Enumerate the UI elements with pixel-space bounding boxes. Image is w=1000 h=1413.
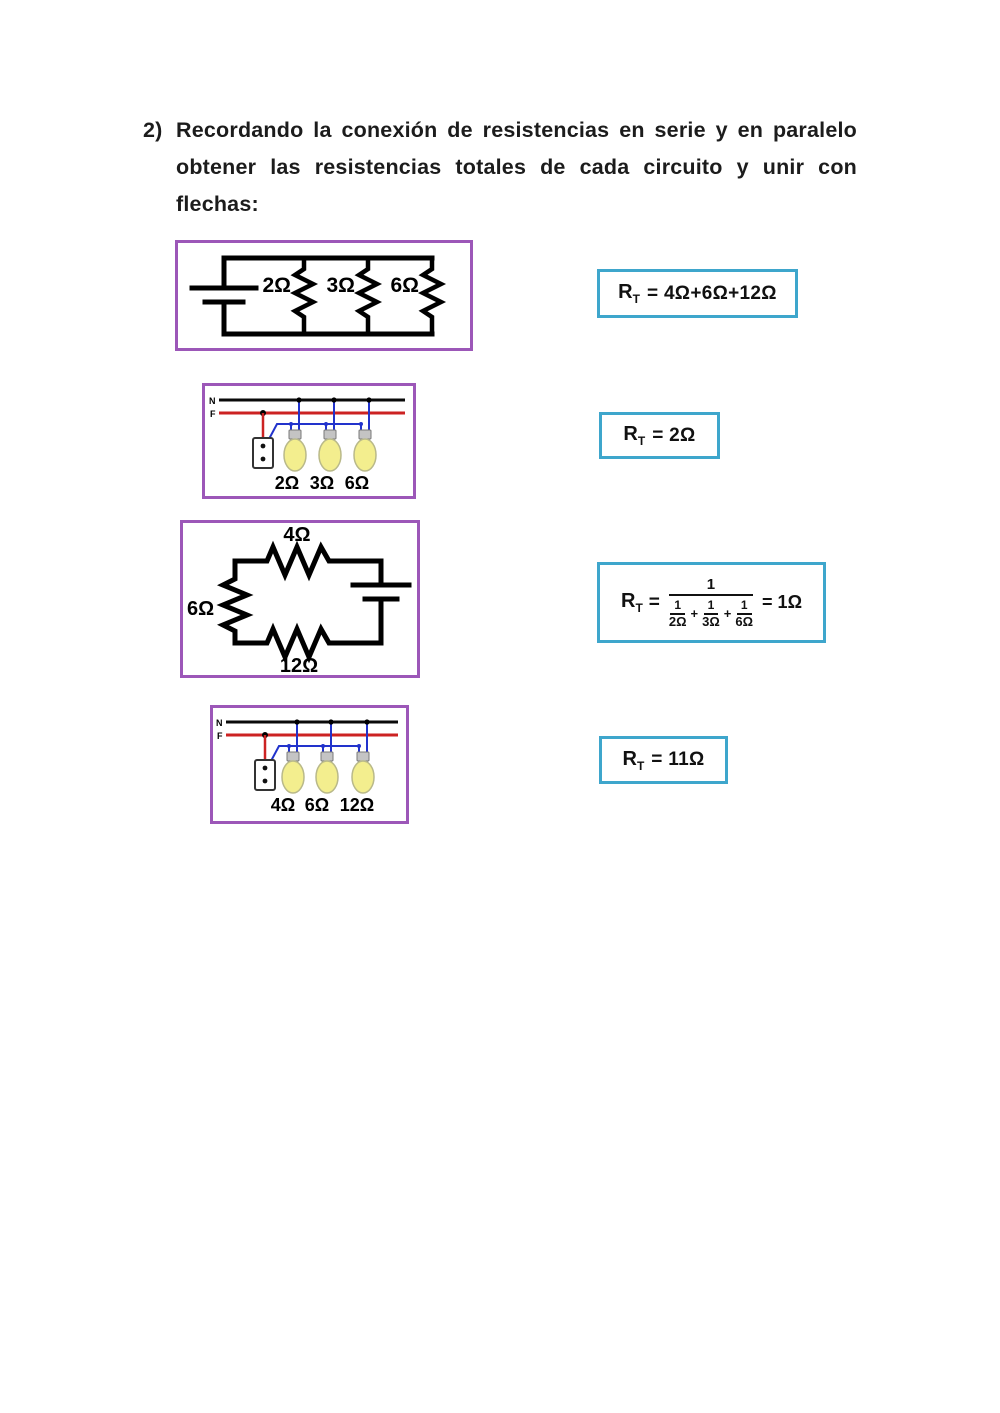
resistor-icon (232, 622, 384, 664)
lamp-wires (270, 722, 368, 762)
wire-junction-dots (289, 422, 363, 426)
resistor-icon (289, 255, 319, 337)
resistor-label: 3Ω (326, 274, 355, 297)
lamp-wires (268, 400, 370, 440)
fraction-numerator: 1 (668, 576, 754, 596)
answer-expression: = 4Ω+6Ω+12Ω (646, 282, 777, 304)
term-fraction: 1 3Ω (702, 597, 720, 629)
resistor-icon (417, 255, 447, 337)
lamp-icons (283, 429, 377, 472)
lamp-label: 3Ω (310, 473, 334, 493)
term-fraction: 1 2Ω (668, 597, 687, 629)
answer-result: = 1Ω (762, 592, 803, 612)
lamp-label: 2Ω (275, 473, 299, 493)
resistor-label: 4Ω (283, 524, 310, 546)
neutral-label: N (216, 718, 223, 728)
phase-label: F (217, 731, 223, 741)
circuit-wires (189, 255, 447, 337)
phase-label: F (210, 409, 216, 419)
switch-icon (252, 437, 274, 469)
resistor-icon (232, 540, 384, 582)
answer-box-2ohm[interactable]: RT = 2Ω (599, 412, 720, 459)
resistor-icon (216, 558, 254, 646)
answer-expression: = 2Ω (652, 424, 696, 446)
wire-junction-dots (287, 744, 361, 748)
circuit-3-loop[interactable]: 4Ω 6Ω 12Ω (180, 520, 420, 678)
lamp-icons (281, 751, 375, 794)
fraction-denominator: 1 2Ω + 1 3Ω + 1 6Ω (669, 596, 753, 629)
circuit-wires (216, 540, 412, 664)
lamp-label: 6Ω (345, 473, 369, 493)
circuit-2-drawing: N F (209, 396, 405, 493)
resistor-icon (353, 255, 383, 337)
lamp-label: 12Ω (340, 795, 374, 815)
rt-symbol: RT (622, 747, 645, 773)
exercise-text: Recordando la conexión de resistencias e… (176, 118, 857, 216)
circuit-4-lamps-wiring[interactable]: N F (210, 705, 409, 824)
exercise-number: 2) (143, 118, 163, 142)
rt-symbol: RT (620, 590, 643, 615)
resistor-label: 2Ω (262, 274, 291, 297)
circuit-1-parallel-resistors[interactable]: 2Ω 3Ω 6Ω (175, 240, 473, 351)
resistor-label: 12Ω (280, 655, 318, 675)
term-fraction: 1 6Ω (735, 597, 754, 629)
neutral-label: N (209, 396, 216, 406)
circuit-3-drawing: 4Ω 6Ω 12Ω (187, 524, 412, 675)
reciprocal-fraction: 1 1 2Ω + 1 3Ω + 1 6Ω (668, 576, 754, 629)
rt-symbol: RT (618, 281, 640, 306)
resistor-label: 6Ω (390, 274, 419, 297)
lamp-label: 4Ω (271, 795, 295, 815)
circuit-1-drawing: 2Ω 3Ω 6Ω (189, 255, 447, 337)
answer-box-11ohm[interactable]: RT = 11Ω (599, 736, 728, 784)
circuit-4-drawing: N F (216, 718, 398, 815)
exercise-heading: 2) Recordando la conexión de resistencia… (143, 112, 857, 223)
equals-sign: = (648, 591, 660, 613)
line-junction-dots (262, 719, 370, 738)
rt-symbol: RT (623, 423, 646, 448)
lamp-label: 6Ω (305, 795, 329, 815)
circuit-2-lamps-wiring[interactable]: N F (202, 383, 416, 499)
answer-expression: = 11Ω (651, 749, 705, 770)
answer-box-parallel-formula[interactable]: RT = 1 1 2Ω + 1 3Ω + 1 6Ω = 1Ω (597, 562, 826, 643)
answer-box-series-sum[interactable]: RT = 4Ω+6Ω+12Ω (597, 269, 798, 318)
resistor-label: 6Ω (187, 598, 214, 620)
battery-icon (350, 558, 412, 646)
battery-icon (189, 255, 259, 337)
plus-sign: + (690, 605, 699, 621)
switch-icon (254, 759, 276, 791)
plus-sign: + (723, 605, 732, 621)
